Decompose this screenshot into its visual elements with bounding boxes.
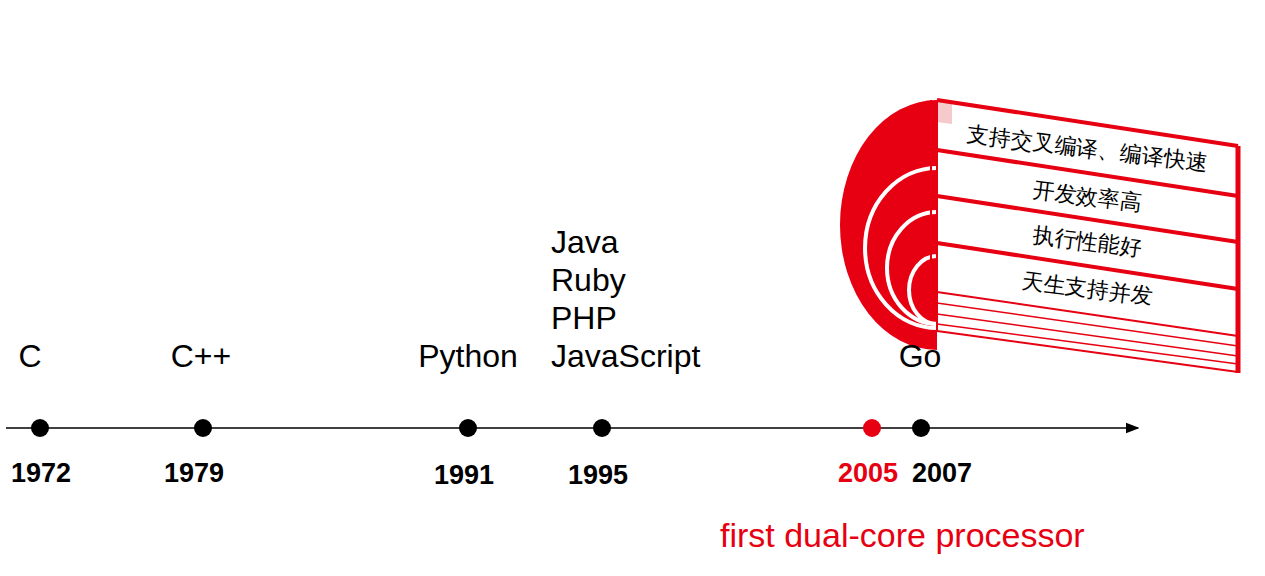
feature-band: 支持交叉编译、编译快速 (955, 118, 1219, 183)
half-disc (840, 100, 937, 350)
year-label: 2007 (912, 460, 972, 487)
shelf-edge (1236, 146, 1241, 373)
feature-band: 执行性能好 (1020, 219, 1153, 268)
shelf-ground (937, 100, 1238, 372)
feature-shelf (931, 100, 1238, 373)
feature-band: 天生支持并发 (1010, 264, 1165, 315)
timeline-dot (912, 419, 930, 437)
band-line (937, 303, 1238, 346)
language-name: JavaScript (551, 340, 700, 372)
feature-text: 执行性能好 (1029, 222, 1145, 262)
band-line (937, 324, 1238, 364)
timeline-dots (31, 419, 930, 437)
feature-cylinder (840, 100, 937, 350)
timeline-dot (194, 419, 212, 437)
language-name: C (18, 340, 41, 372)
ring-line (865, 168, 937, 328)
year-label: 1972 (11, 460, 71, 487)
timeline-dot (459, 419, 477, 437)
year-label: 1995 (568, 462, 628, 489)
timeline-dot (31, 419, 49, 437)
language-name: Go (899, 340, 942, 372)
shelf-edge (930, 100, 932, 300)
language-name: PHP (551, 302, 617, 334)
year-label: 1991 (434, 462, 494, 489)
band-line (937, 331, 1238, 372)
language-name: C++ (171, 340, 231, 372)
feature-text: 开发效率高 (1029, 177, 1145, 217)
timeline-dot (593, 419, 611, 437)
language-name: Python (418, 340, 518, 372)
feature-text: 天生支持并发 (1018, 267, 1156, 310)
feature-text: 支持交叉编译、编译快速 (963, 121, 1210, 177)
ring-line (887, 212, 937, 324)
timeline-axis (6, 427, 1138, 429)
band-line (937, 314, 1238, 356)
feature-band: 开发效率高 (1020, 174, 1153, 223)
shelf-edge (936, 100, 938, 331)
ring-line (909, 256, 937, 324)
milestone-note: first dual-core processor (720, 518, 1085, 552)
year-label: 2005 (838, 460, 898, 487)
timeline-dot (863, 419, 881, 437)
year-label: 1979 (164, 460, 224, 487)
language-name: Java (551, 226, 619, 258)
language-name: Ruby (551, 264, 626, 296)
